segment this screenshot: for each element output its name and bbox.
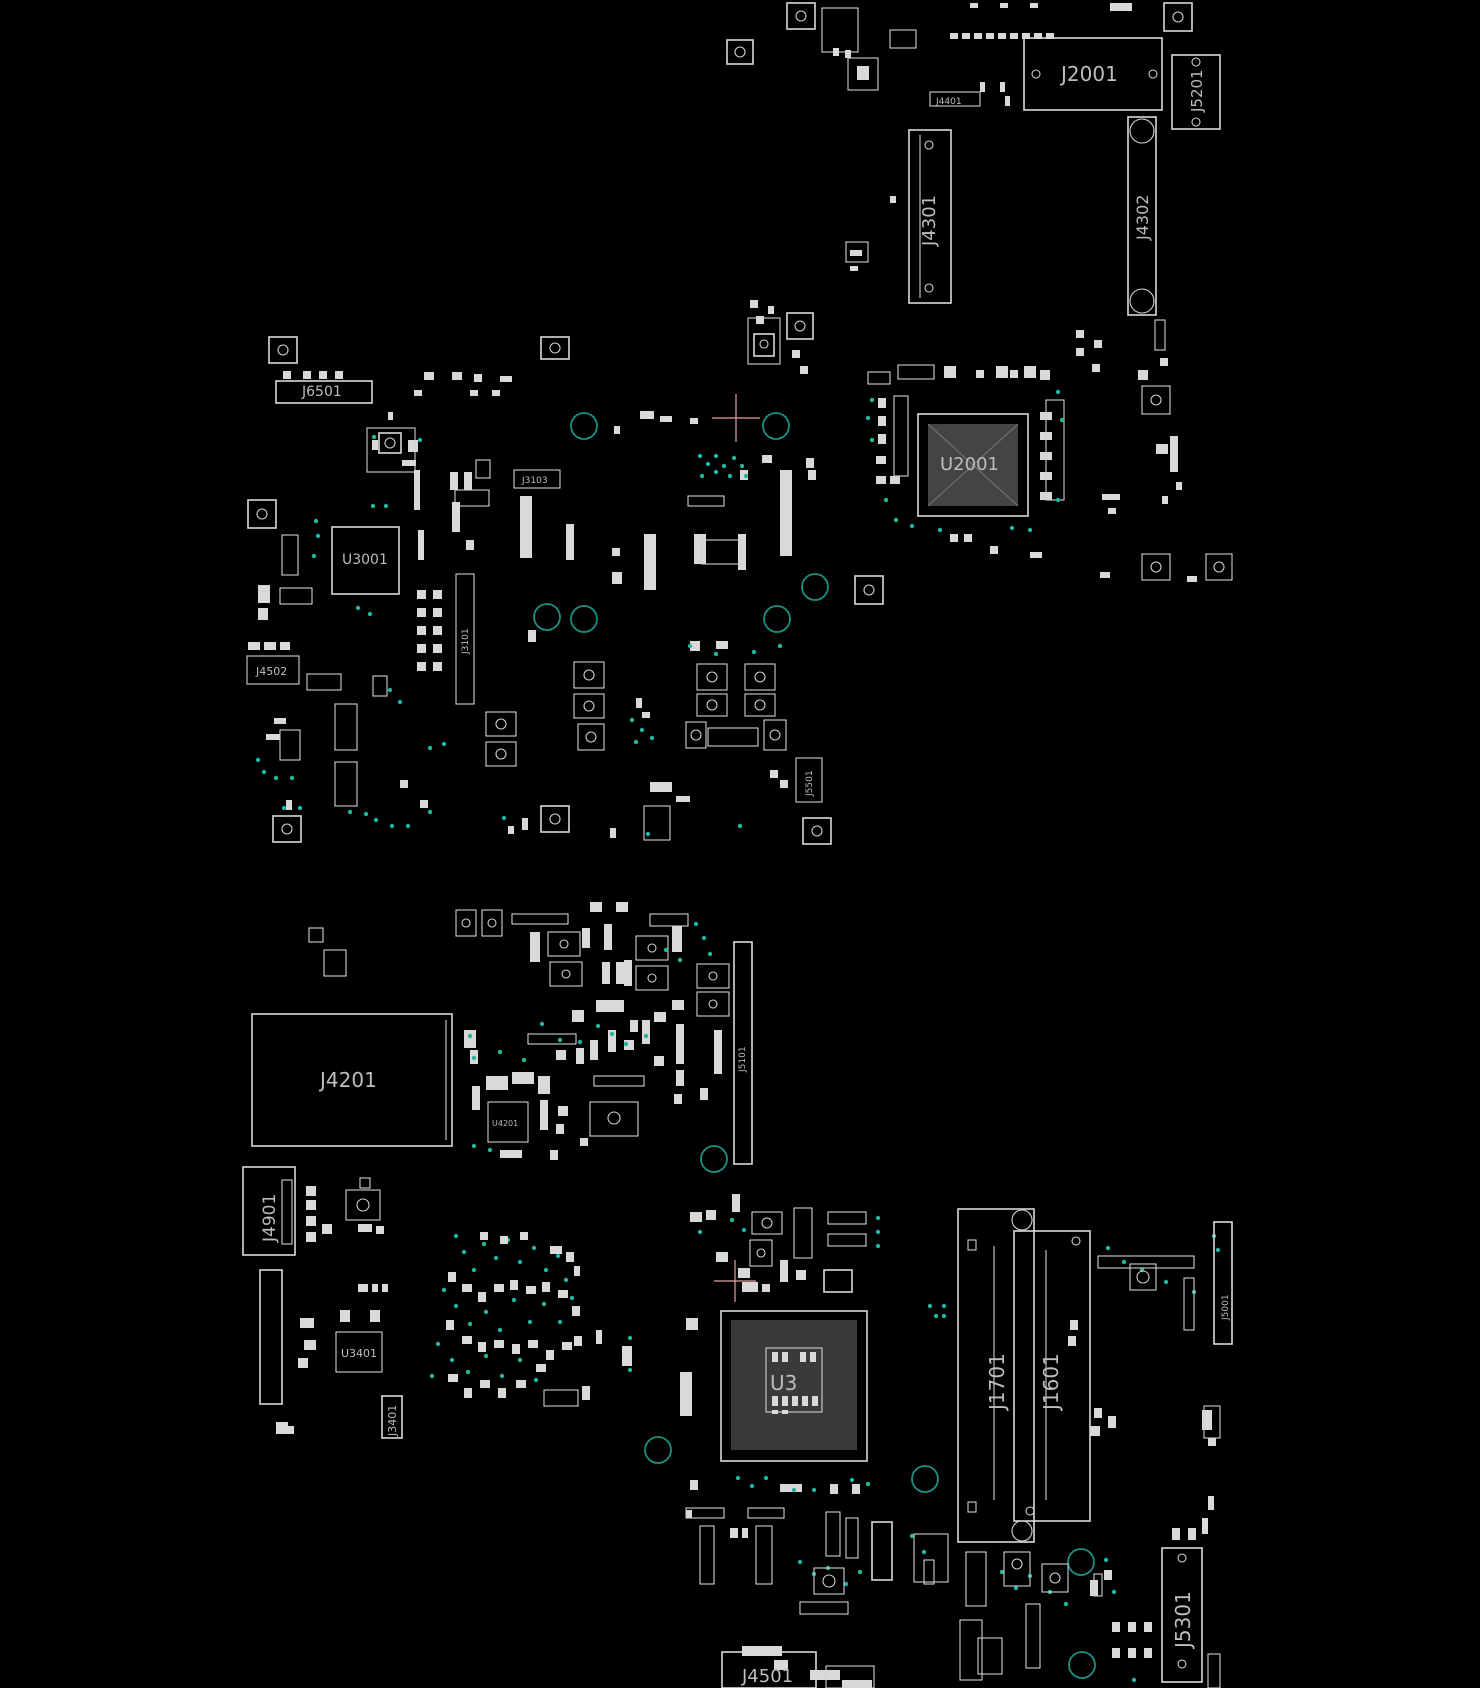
j6501-connector xyxy=(275,380,373,404)
j4501-connector xyxy=(721,1651,817,1688)
label-j2001: J2001 xyxy=(1059,62,1118,86)
label-j4201: J4201 xyxy=(318,1068,377,1092)
label-j4302: J4302 xyxy=(1133,195,1152,241)
j5101-connector xyxy=(733,941,753,1165)
j4201-connector xyxy=(251,1013,453,1147)
j5201-connector xyxy=(1171,54,1221,130)
j5301-connector xyxy=(1161,1547,1203,1683)
label-j4901: J4901 xyxy=(260,1194,280,1243)
j1701-slot xyxy=(957,1208,1035,1543)
label-j5001: J5001 xyxy=(1221,1294,1231,1321)
u2001-cluster xyxy=(865,330,1233,582)
j2001-connector xyxy=(1023,37,1163,111)
label-u3: U3 xyxy=(770,1371,797,1395)
label-u2001: U2001 xyxy=(940,454,999,475)
label-u3401: U3401 xyxy=(341,1347,377,1360)
label-j3103: J3103 xyxy=(521,476,548,486)
label-j5301: J5301 xyxy=(1171,1591,1195,1650)
label-j4501: J4501 xyxy=(741,1666,793,1687)
u3401-chip xyxy=(335,1331,383,1373)
lower-right-cluster xyxy=(644,1194,1233,1688)
label-u3001: U3001 xyxy=(342,552,388,568)
label-j6501: J6501 xyxy=(301,384,342,400)
middle-cluster xyxy=(246,300,884,845)
label-j3401: J3401 xyxy=(386,1405,399,1437)
j4301-connector xyxy=(908,129,952,304)
u3-bga xyxy=(720,1310,868,1462)
label-j4502: J4502 xyxy=(255,665,287,678)
u4201-chip xyxy=(487,1101,529,1143)
label-j4401: J4401 xyxy=(935,97,962,107)
top-right-cluster xyxy=(726,2,1221,351)
label-j1701: J1701 xyxy=(985,1353,1009,1412)
label-j1601: J1601 xyxy=(1039,1353,1063,1412)
component-labels: J2001 J5201 J4401 J4301 J4302 J6501 U200… xyxy=(255,62,1231,1687)
label-u4201: U4201 xyxy=(492,1119,518,1128)
lower-left-cluster xyxy=(242,902,753,1439)
j4302-connector xyxy=(1127,116,1157,316)
label-j3101: J3101 xyxy=(461,628,471,655)
label-j5101: J5101 xyxy=(738,1046,748,1073)
j1601-slot xyxy=(1013,1230,1091,1522)
label-j5201: J5201 xyxy=(1188,69,1206,113)
u2001-chip xyxy=(917,413,1029,517)
u3001-chip xyxy=(331,526,400,595)
crosshair-icon xyxy=(714,1260,756,1302)
j4901-connector xyxy=(242,1166,296,1256)
label-j5501: J5501 xyxy=(805,770,815,797)
label-j4301: J4301 xyxy=(919,195,940,247)
crosshair-icon xyxy=(712,394,760,442)
